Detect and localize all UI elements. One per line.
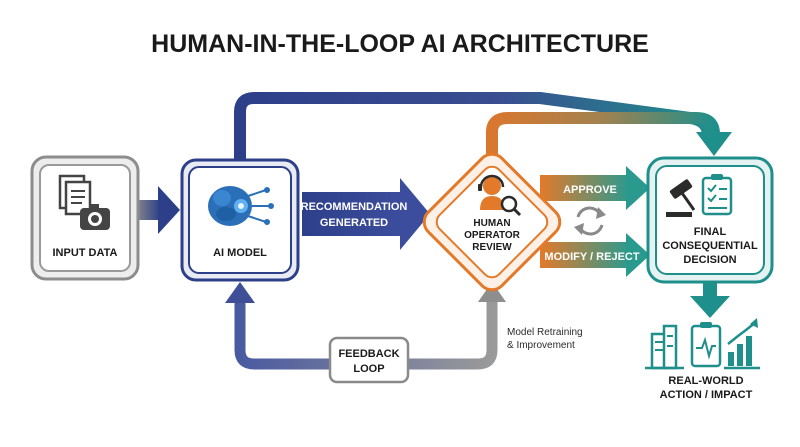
ai-model-label: AI MODEL xyxy=(213,247,267,259)
human-review-label-line-1: HUMAN xyxy=(473,218,510,229)
human-review-label-line-2: OPERATOR xyxy=(464,230,521,241)
approve-arrow xyxy=(540,166,650,210)
review-to-decision-connector xyxy=(486,112,720,165)
decision-to-outcome-shaft xyxy=(703,282,717,298)
decision-to-outcome-arrowhead xyxy=(690,296,730,318)
outcome-label-line-1: REAL-WORLD xyxy=(668,375,743,387)
feedback-loop-label-line-2: LOOP xyxy=(353,363,384,375)
gavel-clipboard-icon xyxy=(666,174,733,217)
retraining-label-line-1: Model Retraining xyxy=(507,327,583,338)
input-arrow-head xyxy=(158,186,180,234)
diagram-title: HUMAN-IN-THE-LOOP AI ARCHITECTURE xyxy=(151,30,649,58)
human-review-node xyxy=(422,152,562,292)
operator-headset-magnifier-icon xyxy=(478,174,522,217)
documents-camera-icon xyxy=(58,174,110,230)
feedback-loop-label-line-1: FEEDBACK xyxy=(338,348,399,360)
recommendation-label-line-1: RECOMMENDATION xyxy=(301,201,408,213)
input-data-label: INPUT DATA xyxy=(53,247,118,259)
circular-arrows-icon xyxy=(574,206,606,236)
human-review-label-line-3: REVIEW xyxy=(472,242,512,253)
modify-reject-arrow xyxy=(540,233,650,277)
retraining-label-line-2: & Improvement xyxy=(507,340,575,351)
ai-to-decision-connector xyxy=(234,92,714,160)
brain-circuit-icon xyxy=(208,186,274,226)
final-decision-label-line-3: DECISION xyxy=(683,254,736,266)
modify-reject-label: MODIFY / REJECT xyxy=(544,251,639,263)
city-clipboard-chart-icon xyxy=(645,318,760,370)
final-decision-label-line-1: FINAL xyxy=(694,226,727,238)
decision-entry-arrowhead xyxy=(696,132,732,156)
approve-label: APPROVE xyxy=(563,184,617,196)
recommendation-arrow xyxy=(302,178,430,250)
outcome-label-line-2: ACTION / IMPACT xyxy=(660,389,753,401)
recommendation-label-line-2: GENERATED xyxy=(320,217,388,229)
final-decision-label-line-2: CONSEQUENTIAL xyxy=(662,240,758,252)
feedback-to-ai-arrowhead xyxy=(225,282,255,303)
feedback-loop-node xyxy=(328,336,410,384)
input-arrow-shaft xyxy=(135,200,160,220)
retraining-to-review-arrowhead xyxy=(478,282,506,302)
